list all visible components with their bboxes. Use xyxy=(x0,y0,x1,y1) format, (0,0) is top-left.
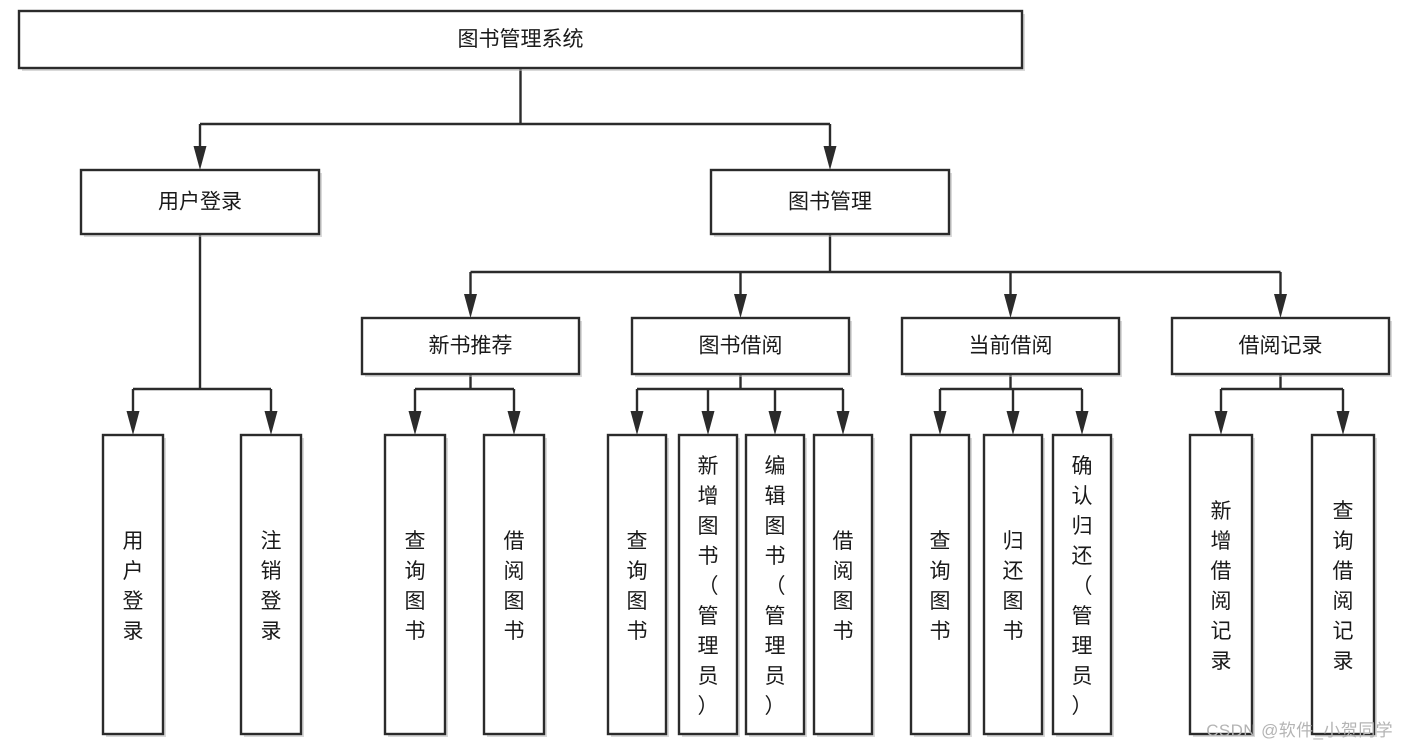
node-leaf-user-login[interactable]: 用户登录 xyxy=(101,433,166,737)
node-label: 查询借阅记录 xyxy=(1333,500,1354,673)
node-leaf-borrow-lend[interactable]: 借阅图书 xyxy=(812,433,875,737)
connector-group-records xyxy=(1214,374,1350,435)
node-label: 图书管理 xyxy=(788,191,872,214)
node-rect[interactable] xyxy=(360,316,581,376)
connector-group-login xyxy=(126,234,278,435)
node-label: 用户登录 xyxy=(123,530,144,643)
node-label: 注销登录 xyxy=(261,530,282,643)
node-rect[interactable] xyxy=(709,168,951,236)
node-label: 用户登录 xyxy=(158,191,242,214)
connector-group-newbook xyxy=(408,374,521,435)
node-rect[interactable] xyxy=(17,9,1024,70)
node-newbook[interactable]: 新书推荐 xyxy=(360,316,582,377)
node-label: 归还图书 xyxy=(1003,530,1024,643)
node-label: 新书推荐 xyxy=(429,335,513,358)
node-rect[interactable] xyxy=(744,433,806,736)
node-leaf-borrow-add[interactable]: 新增图书（管理员） xyxy=(677,433,740,737)
node-leaf-current-return[interactable]: 归还图书 xyxy=(982,433,1045,737)
node-label: 查询图书 xyxy=(405,530,426,643)
node-leaf-records-query[interactable]: 查询借阅记录 xyxy=(1310,433,1377,737)
node-label: 新增图书（管理员） xyxy=(698,455,719,718)
node-label: 新增借阅记录 xyxy=(1211,500,1232,673)
node-rect[interactable] xyxy=(1188,433,1254,736)
node-leaf-borrow-query[interactable]: 查询图书 xyxy=(606,433,669,737)
node-rect[interactable] xyxy=(630,316,851,376)
node-rect[interactable] xyxy=(677,433,739,736)
node-label: 查询图书 xyxy=(930,530,951,643)
node-rect[interactable] xyxy=(900,316,1121,376)
csdn-watermark: CSDN @软件_小贺同学 xyxy=(1206,721,1393,740)
connector-group-bookmgmt xyxy=(464,234,1287,318)
node-borrow[interactable]: 图书借阅 xyxy=(630,316,852,377)
node-label: 确认归还（管理员） xyxy=(1072,455,1093,718)
node-current[interactable]: 当前借阅 xyxy=(900,316,1122,377)
node-rect[interactable] xyxy=(239,433,303,736)
node-login[interactable]: 用户登录 xyxy=(79,168,322,237)
node-label: 编辑图书（管理员） xyxy=(765,455,786,718)
connector-layer xyxy=(126,68,1350,435)
node-bookmgmt[interactable]: 图书管理 xyxy=(709,168,952,237)
node-rect[interactable] xyxy=(606,433,668,736)
node-leaf-newbook-borrow[interactable]: 借阅图书 xyxy=(482,433,547,737)
node-label: 图书管理系统 xyxy=(458,28,584,51)
node-rect[interactable] xyxy=(1051,433,1113,736)
node-label: 借阅图书 xyxy=(833,530,854,643)
node-rect[interactable] xyxy=(1170,316,1391,376)
connector-group-current xyxy=(933,374,1089,435)
node-root[interactable]: 图书管理系统 xyxy=(17,9,1025,71)
node-leaf-current-confirm[interactable]: 确认归还（管理员） xyxy=(1051,433,1114,737)
node-label: 图书借阅 xyxy=(699,335,783,358)
node-leaf-user-logout[interactable]: 注销登录 xyxy=(239,433,304,737)
node-label: 当前借阅 xyxy=(969,335,1053,358)
node-leaf-newbook-query[interactable]: 查询图书 xyxy=(383,433,448,737)
node-leaf-borrow-edit[interactable]: 编辑图书（管理员） xyxy=(744,433,807,737)
node-rect[interactable] xyxy=(812,433,874,736)
node-label: 查询图书 xyxy=(627,530,648,643)
node-leaf-current-query[interactable]: 查询图书 xyxy=(909,433,972,737)
connector-group-borrow xyxy=(630,374,850,435)
node-layer: 图书管理系统用户登录图书管理新书推荐图书借阅当前借阅借阅记录用户登录注销登录查询… xyxy=(17,9,1392,737)
node-label: 借阅记录 xyxy=(1239,335,1323,358)
node-rect[interactable] xyxy=(1310,433,1376,736)
node-label: 借阅图书 xyxy=(504,530,525,643)
node-rect[interactable] xyxy=(482,433,546,736)
connector-group-root xyxy=(193,68,837,170)
node-records[interactable]: 借阅记录 xyxy=(1170,316,1392,377)
node-leaf-records-add[interactable]: 新增借阅记录 xyxy=(1188,433,1255,737)
node-rect[interactable] xyxy=(909,433,971,736)
node-rect[interactable] xyxy=(383,433,447,736)
node-rect[interactable] xyxy=(982,433,1044,736)
node-rect[interactable] xyxy=(79,168,321,236)
node-rect[interactable] xyxy=(101,433,165,736)
